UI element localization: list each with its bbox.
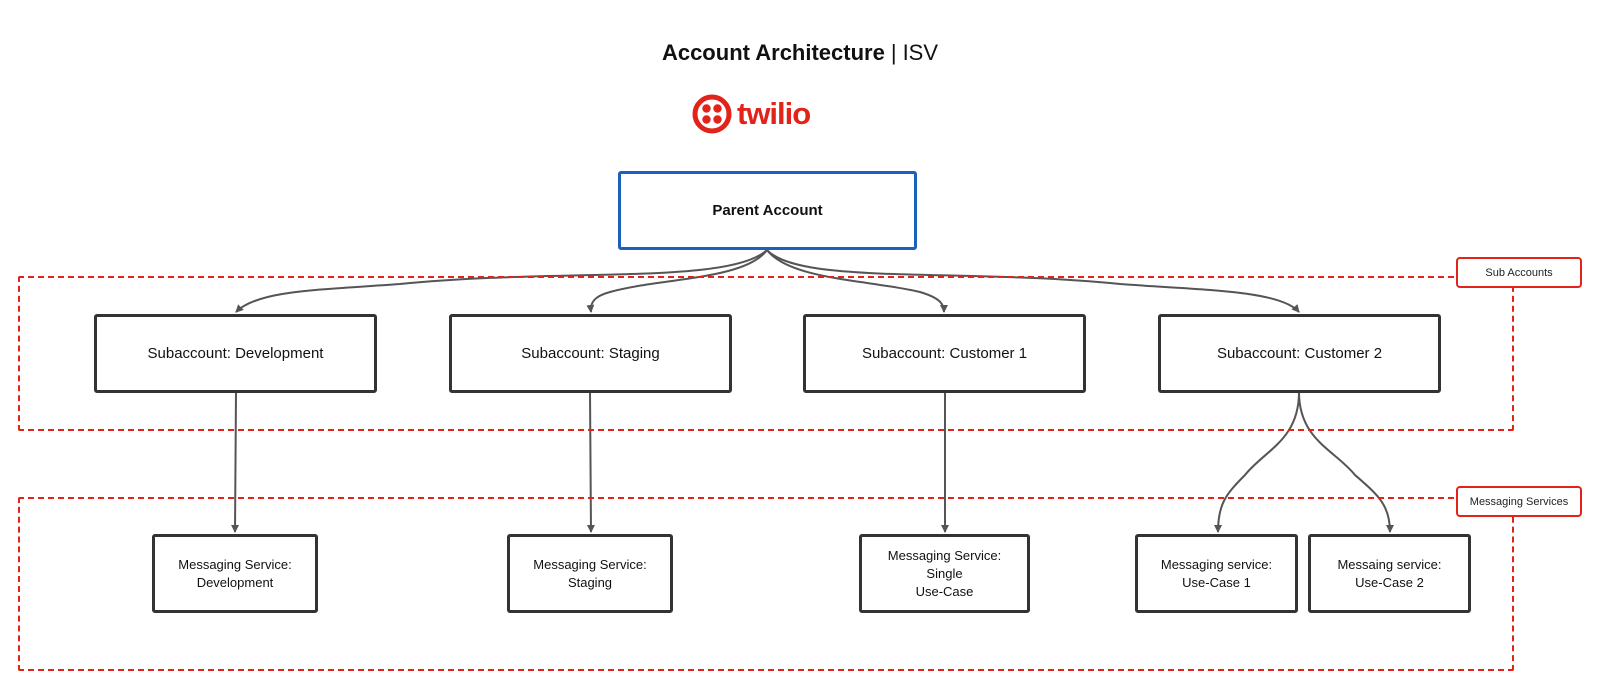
subaccount-development-box[interactable]: Subaccount: Development (94, 314, 377, 393)
messaging-service-staging-box[interactable]: Messaging Service: Staging (507, 534, 673, 613)
messaging-service-label: Messaging Service: Single Use-Case (887, 547, 1002, 599)
diagram-title: Account Architecture|ISV (0, 38, 1600, 68)
subaccount-label: Subaccount: Staging (521, 345, 660, 362)
twilio-logo-icon (692, 94, 732, 134)
messaging-service-label: Messaging Service: Staging (533, 556, 647, 590)
title-rest-text: ISV (902, 40, 939, 65)
messaging-service-use-case-2-box[interactable]: Messaing service: Use-Case 2 (1308, 534, 1471, 613)
twilio-wordmark: twilio (737, 96, 811, 131)
connector-parent-to-development (235, 249, 768, 313)
messaging-services-zone (18, 497, 1514, 671)
connector-parent-to-staging (586, 249, 768, 313)
subaccount-staging-box[interactable]: Subaccount: Staging (449, 314, 732, 393)
messaging-service-single-use-case-box[interactable]: Messaging Service: Single Use-Case (859, 534, 1030, 613)
subaccount-customer-1-box[interactable]: Subaccount: Customer 1 (803, 314, 1086, 393)
connector-parent-to-customer-2 (766, 249, 1300, 313)
parent-account-box[interactable]: Parent Account (618, 171, 917, 250)
subaccount-label: Subaccount: Customer 2 (1216, 345, 1383, 362)
parent-account-label: Parent Account (712, 202, 823, 219)
messaging-service-label: Messaging Service: Development (178, 556, 292, 590)
messaging-services-zone-label: Messaging Services (1456, 486, 1582, 517)
connector-customer-2-to-use-case-2 (1298, 391, 1394, 533)
subaccount-label: Subaccount: Development (147, 345, 324, 362)
messaging-service-label: Messaing service: Use-Case 2 (1337, 556, 1442, 590)
messaging-service-label: Messaging service: Use-Case 1 (1160, 556, 1273, 590)
subaccount-label: Subaccount: Customer 1 (861, 345, 1028, 362)
connector-staging-to-service (586, 391, 595, 533)
connector-development-to-service (231, 391, 240, 533)
title-separator: | (890, 40, 897, 65)
messaging-service-use-case-1-box[interactable]: Messaging service: Use-Case 1 (1135, 534, 1298, 613)
messaging-service-development-box[interactable]: Messaging Service: Development (152, 534, 318, 613)
connector-customer-2-to-use-case-1 (1214, 391, 1300, 533)
connector-parent-to-customer-1 (766, 249, 948, 313)
twilio-logo: twilio (692, 92, 822, 136)
subaccount-customer-2-box[interactable]: Subaccount: Customer 2 (1158, 314, 1441, 393)
title-bold-text: Account Architecture (661, 40, 885, 65)
sub-accounts-zone-label: Sub Accounts (1456, 257, 1582, 288)
sub-accounts-zone (18, 276, 1514, 431)
